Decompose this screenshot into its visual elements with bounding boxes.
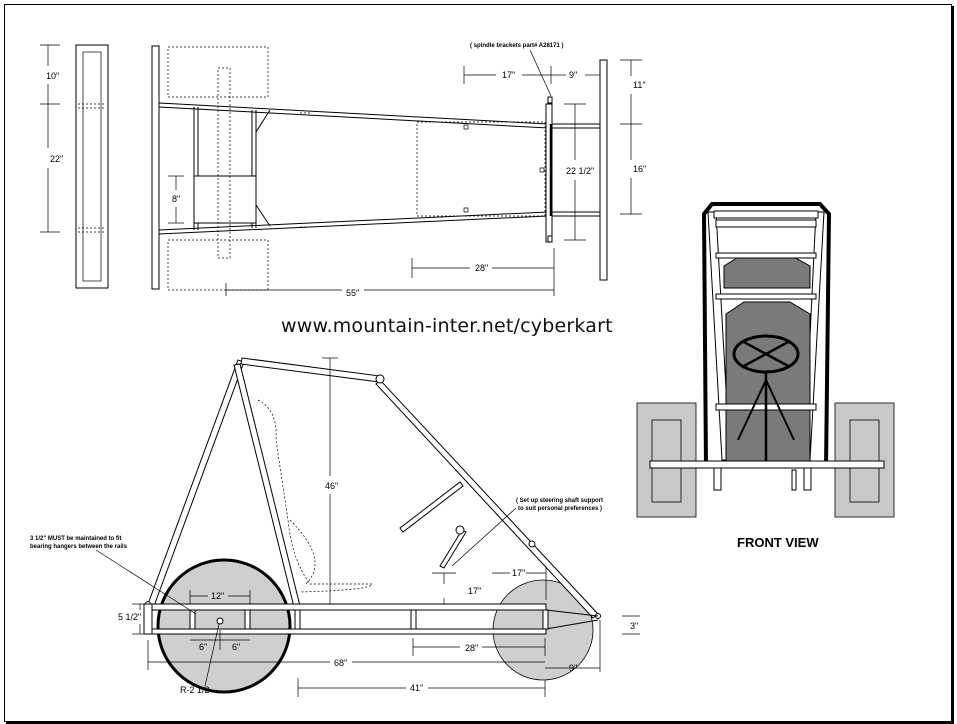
upper-rail	[145, 603, 547, 611]
dim-16: 16"	[633, 164, 646, 174]
front-view: FRONT VIEW	[636, 202, 895, 550]
seat-back	[723, 255, 811, 289]
dim-3: 3"	[630, 621, 638, 631]
jackshaft	[217, 67, 231, 259]
dim-6-right: 6"	[232, 642, 240, 652]
dim-22: 22"	[50, 154, 63, 164]
dim-17-top: 17"	[502, 70, 515, 80]
lower-rail	[145, 628, 547, 635]
dim-9-side: 9"	[569, 663, 577, 673]
front-axle	[599, 59, 608, 281]
dim-17-horizontal: 17"	[512, 568, 525, 578]
rear-axle	[151, 45, 160, 290]
steering-note-1: ( Set up steering shaft support	[516, 498, 603, 504]
dim-radius: R-2 1/2	[180, 685, 210, 695]
dim-11: 11"	[633, 80, 646, 90]
bearing-note-1: 3 1/2" MUST be maintained to fit	[30, 536, 122, 542]
side-bar-inner	[82, 51, 102, 282]
dim-12: 12"	[211, 591, 224, 601]
rear-wheel	[156, 558, 292, 694]
side-view: 46" ( Set up steering shaft support to s…	[30, 357, 640, 697]
side-bar-outer	[75, 44, 109, 289]
dim-5-5: 5 1/2"	[118, 612, 141, 622]
dim-41: 41"	[410, 683, 423, 693]
steering-note-2: to suit personal preferences )	[518, 506, 602, 512]
front-axle-beam	[649, 460, 885, 469]
dim-46: 46"	[325, 481, 338, 491]
dim-55: 55"	[346, 288, 359, 298]
seat-area	[416, 121, 546, 217]
website-url: www.mountain-inter.net/cyberkart	[281, 315, 613, 337]
dim-28-side: 28"	[465, 643, 478, 653]
dim-8: 8"	[172, 194, 180, 204]
top-view: 10" 22" 8"	[40, 43, 646, 298]
spindle-note: ( spindle brackets part# A28171 )	[470, 43, 563, 49]
bearing-note-2: bearing hangers between the rails	[30, 544, 128, 550]
front-view-title: FRONT VIEW	[737, 535, 819, 550]
dim-9-top: 9"	[569, 70, 577, 80]
dim-22-5: 22 1/2"	[566, 166, 594, 176]
dim-10: 10"	[46, 71, 59, 81]
dim-6-left: 6"	[199, 642, 207, 652]
rear-tire-top	[167, 46, 269, 98]
dim-17-vertical: 17"	[468, 586, 481, 596]
engine-plate	[193, 175, 257, 224]
dim-28-top: 28"	[475, 263, 488, 273]
dim-68: 68"	[334, 658, 347, 668]
